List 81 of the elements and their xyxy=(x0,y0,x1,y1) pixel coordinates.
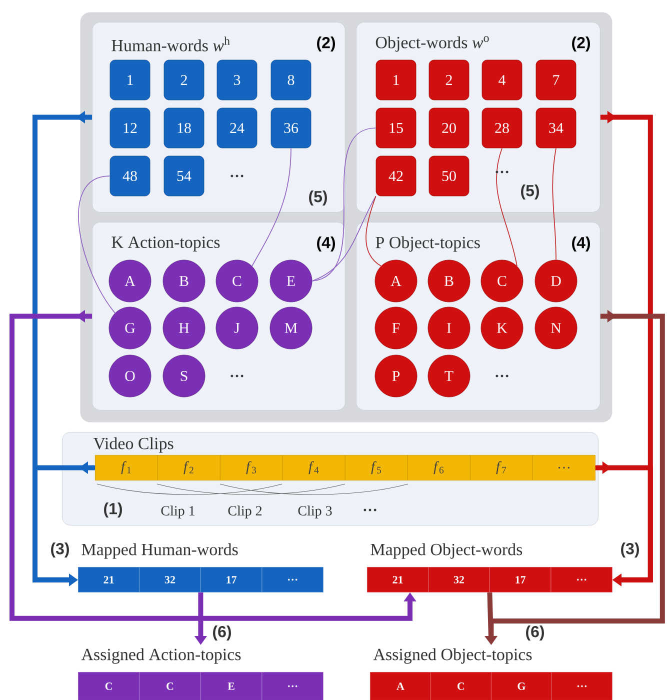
arrow xyxy=(595,461,653,586)
step-number: (4) xyxy=(572,236,590,252)
value-cell: 17 xyxy=(490,567,552,592)
ellipsis: … xyxy=(230,174,244,178)
step-number: (2) xyxy=(317,36,335,52)
word-tile: 20 xyxy=(428,108,470,148)
word-tile: 12 xyxy=(110,108,150,148)
value-cell: A xyxy=(370,672,431,700)
word-tile: 48 xyxy=(110,156,150,196)
bar-heading: Assigned Object-topics xyxy=(373,648,532,664)
ellipsis: … xyxy=(496,374,508,378)
panel-heading: Object-words w$^{o}$ xyxy=(376,36,489,52)
step-number: (3) xyxy=(621,542,639,558)
clip-label: Clip 2 xyxy=(228,506,262,518)
panel-heading: K Action-topics xyxy=(112,236,220,252)
step-number: (6) xyxy=(213,626,231,640)
word-tile: 50 xyxy=(428,156,470,196)
bar-heading: Assigned Action-topics xyxy=(81,648,241,664)
value-cell: … xyxy=(262,567,324,592)
frame-cell: … xyxy=(532,455,596,480)
frame-cell: f$_{5}$ xyxy=(345,455,408,480)
link-line xyxy=(312,128,376,282)
panel-heading: Human-words w$^{h}$ xyxy=(112,36,230,52)
value-cell: 32 xyxy=(139,567,201,592)
node-label: E xyxy=(228,682,234,690)
word-tile: 4 xyxy=(482,60,522,100)
panel-heading: P Object-topics xyxy=(376,236,480,252)
link-line xyxy=(252,148,292,266)
value-cell: 21 xyxy=(367,567,429,592)
clip-label: Clip 1 xyxy=(161,506,194,518)
ellipsis: … xyxy=(230,374,244,378)
value-cell: E xyxy=(200,672,262,700)
panel-heading: Video Clips xyxy=(93,437,174,453)
value-cell: C xyxy=(78,672,140,700)
step-number: (1) xyxy=(104,502,122,518)
value-cell: … xyxy=(262,672,324,700)
step-number: (3) xyxy=(51,542,69,558)
node-label: … xyxy=(577,685,587,688)
frame-cell: f$_{7}$ xyxy=(470,455,533,480)
value-cell: C xyxy=(430,672,492,700)
frame-cell: f$_{1}$ xyxy=(95,455,158,480)
step-number: (5) xyxy=(521,184,539,200)
value-cell: … xyxy=(550,567,612,592)
word-tile: 42 xyxy=(376,156,416,196)
word-tile: 15 xyxy=(376,108,416,148)
word-tile: 24 xyxy=(216,108,258,148)
value-cell: C xyxy=(139,672,201,700)
ellipsis: … xyxy=(364,508,376,512)
frame-cell: f$_{4}$ xyxy=(282,455,346,480)
word-tile: 2 xyxy=(428,60,470,100)
link-line xyxy=(552,148,556,260)
word-tile: 1 xyxy=(110,60,150,100)
clip-label: Clip 3 xyxy=(298,506,332,518)
bar-heading: Mapped Object-words xyxy=(370,543,522,559)
value-cell: 21 xyxy=(78,567,140,592)
word-tile: 3 xyxy=(216,60,258,100)
frame-cell: f$_{6}$ xyxy=(408,455,470,480)
word-tile: 8 xyxy=(270,60,312,100)
step-number: (5) xyxy=(309,190,327,206)
word-tile: 34 xyxy=(536,108,576,148)
word-tile: 18 xyxy=(164,108,204,148)
value-cell: G xyxy=(491,672,552,700)
value-cell: 17 xyxy=(200,567,262,592)
word-tile: 28 xyxy=(482,108,522,148)
value-cell: 32 xyxy=(428,567,490,592)
frame-cell: f$_{3}$ xyxy=(220,455,283,480)
link-line xyxy=(78,176,116,314)
word-tile: 7 xyxy=(536,60,576,100)
value-cell: … xyxy=(552,672,612,700)
link-line xyxy=(366,196,382,266)
step-number: (4) xyxy=(317,236,335,252)
bar-heading: Mapped Human-words xyxy=(82,543,238,559)
frame-cell: f$_{2}$ xyxy=(158,455,220,480)
link-line xyxy=(312,196,376,282)
step-number: (2) xyxy=(572,36,590,52)
word-tile: 36 xyxy=(270,108,312,148)
link-line xyxy=(496,148,518,266)
word-tile: 2 xyxy=(164,60,204,100)
step-number: (6) xyxy=(526,626,544,640)
word-tile: 1 xyxy=(376,60,416,100)
word-tile: 54 xyxy=(164,156,204,196)
